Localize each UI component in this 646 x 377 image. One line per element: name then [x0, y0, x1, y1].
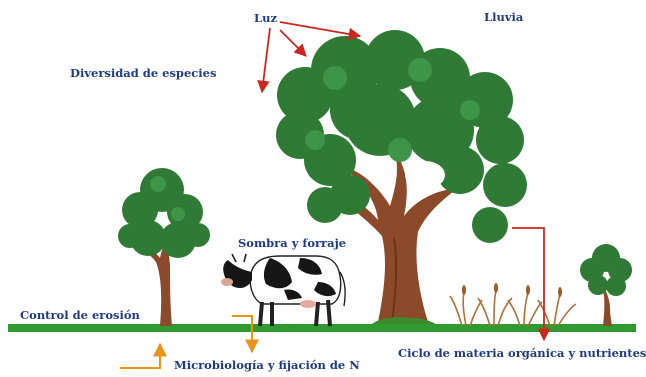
microbiology-down-arrow — [232, 315, 259, 354]
light-label: Luz — [254, 11, 277, 25]
nutrient-cycle-arrow — [512, 227, 551, 342]
cow — [221, 253, 346, 327]
shade-forage-label: Sombra y forraje — [238, 236, 347, 250]
microbiology-label: Microbiología y fijación de N — [174, 358, 360, 372]
grass-clumps — [449, 289, 577, 327]
microbiology-up-arrow — [120, 342, 167, 369]
ground-strip — [8, 324, 636, 332]
light-arrows — [257, 21, 362, 94]
right-small-tree — [580, 244, 632, 326]
nutrient-cycle-label: Ciclo de materia orgánica y nutrientes — [398, 346, 646, 360]
reed-heads — [462, 283, 562, 297]
species-diversity-label: Diversidad de especies — [70, 66, 217, 80]
rain-label: Lluvia — [484, 10, 524, 24]
left-tree — [118, 168, 210, 326]
erosion-control-label: Control de erosión — [20, 308, 140, 322]
large-tree — [276, 30, 527, 324]
